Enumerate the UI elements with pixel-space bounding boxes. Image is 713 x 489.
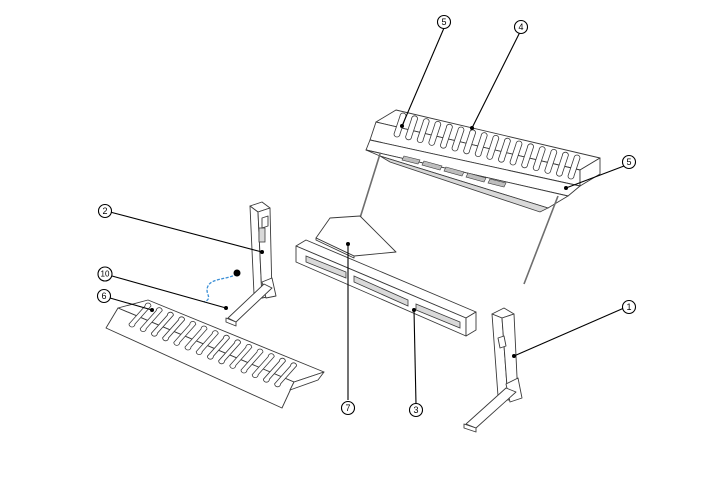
callout-label: 5: [441, 17, 446, 27]
callout-1: 1: [621, 299, 637, 315]
panel-slot: [274, 362, 298, 388]
top-panel-slots: [393, 112, 581, 180]
leader-lines: [109, 27, 625, 405]
panel-slot: [393, 112, 407, 138]
panel-slot: [555, 151, 569, 177]
callout-label: 10: [101, 270, 110, 279]
callout-label: 2: [102, 206, 107, 216]
leader-endpoints: [150, 124, 568, 358]
panel-slot: [184, 325, 208, 351]
bottom-panel-slots: [128, 302, 298, 388]
callout-6: 6: [96, 288, 112, 304]
panel-slot: [162, 316, 186, 342]
callout-10: 10: [97, 266, 113, 282]
callout-5-top: 5: [436, 14, 452, 30]
left-leg-frame: [225, 201, 277, 327]
callout-3: 3: [408, 402, 424, 418]
panel-slot: [428, 121, 442, 146]
cable-plug-icon: [233, 269, 241, 277]
callout-5-right: 5: [621, 154, 637, 170]
panel-slot: [532, 146, 546, 171]
panel-slot: [139, 307, 163, 332]
panel-slot: [150, 311, 174, 337]
callout-label: 1: [626, 302, 631, 312]
panel-slot: [206, 334, 230, 360]
panel-slot: [509, 140, 523, 166]
panel-slot: [173, 321, 197, 346]
panel-slot: [486, 135, 500, 160]
panel-slot: [521, 143, 535, 169]
panel-slot: [262, 357, 286, 383]
panel-slot: [463, 129, 477, 155]
callout-7: 7: [340, 400, 356, 416]
panel-slot: [405, 115, 419, 141]
right-leg-frame: [463, 307, 523, 433]
callout-label: 4: [518, 22, 523, 32]
callout-2: 2: [97, 203, 113, 219]
callout-label: 5: [626, 157, 631, 167]
support-rod-left: [359, 153, 381, 219]
panel-slot: [251, 353, 275, 378]
power-cable: [203, 269, 241, 303]
panel-slot: [229, 344, 253, 369]
panel-slot: [439, 123, 453, 149]
panel-slot: [567, 154, 581, 180]
panel-slot: [218, 339, 242, 365]
panel-slot: [451, 126, 465, 152]
support-rod-right: [523, 195, 559, 285]
front-beam: [295, 239, 477, 337]
panel-slot: [497, 137, 511, 163]
bottom-slotted-panel: [105, 299, 325, 409]
panel-slot: [240, 348, 264, 374]
panel-slot: [474, 132, 488, 157]
callout-label: 7: [345, 403, 350, 413]
callout-4: 4: [513, 19, 529, 35]
flat-plate: [315, 215, 397, 259]
callout-label: 3: [413, 405, 418, 415]
panel-slot: [128, 302, 152, 328]
panel-slot: [195, 330, 219, 355]
top-panel-lower-windows: [401, 155, 507, 188]
panel-slot: [416, 118, 430, 143]
top-slotted-panel: [365, 109, 601, 213]
callout-label: 6: [101, 291, 106, 301]
panel-slot: [544, 149, 558, 174]
